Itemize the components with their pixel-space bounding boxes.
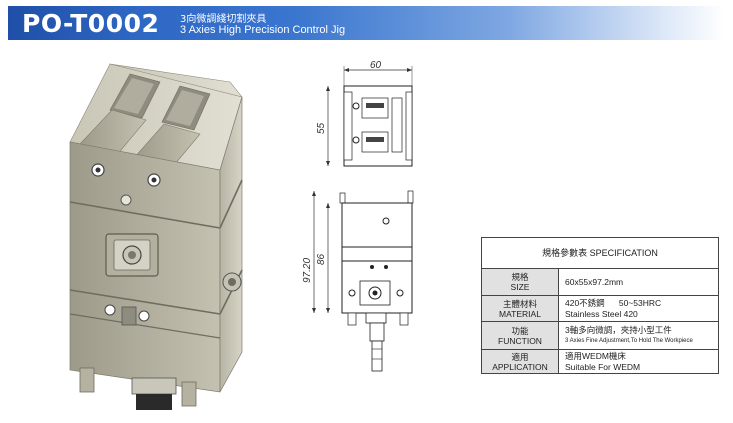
spec-value-cn: 3軸多向微調，夾持小型工件 (565, 324, 672, 335)
product-title-en: 3 Axies High Precision Control Jig (180, 24, 346, 36)
spec-label-cn: 適用 (511, 351, 529, 362)
dim-body-height: 86 (316, 253, 327, 265)
product-photo (69, 63, 243, 410)
specification-table: 規格參數表 SPECIFICATION 規格 SIZE 60x55x97.2mm… (481, 237, 719, 374)
spec-value-cn: 適用WEDM機床 (565, 350, 626, 361)
header-banner: PO-T0002 3向微調綫切割夾具 3 Axies High Precisio… (8, 6, 725, 40)
spec-label-en: MATERIAL (499, 308, 541, 319)
spec-label-cn: 功能 (511, 325, 529, 336)
spec-label-cn: 規格 (511, 272, 529, 282)
front-view-drawing: 97.20 86 (302, 190, 414, 372)
dim-depth: 55 (316, 122, 327, 134)
spec-value: 60x55x97.2mm (565, 276, 624, 287)
dim-height: 97.20 (302, 258, 313, 283)
spec-label-en: FUNCTION (498, 335, 542, 346)
spec-label-en: APPLICATION (492, 361, 548, 372)
spec-row-application: 適用 APPLICATION 適用WEDM機床 Suitable For WED… (482, 350, 718, 373)
spec-row-material: 主體材料 MATERIAL 420不銹鋼 50~53HRC Stainless … (482, 296, 718, 322)
spec-label-en: SIZE (510, 282, 530, 292)
spec-value-en: 3 Axies Fine Adjustment,To Hold The Work… (565, 337, 693, 344)
spec-row-size: 規格 SIZE 60x55x97.2mm (482, 269, 718, 296)
spec-value-en: Suitable For WEDM (565, 361, 641, 372)
top-view-drawing: 60 55 (316, 60, 413, 167)
product-title-cn: 3向微調綫切割夾具 (180, 14, 267, 25)
spec-value-en: Stainless Steel 420 (565, 308, 638, 319)
spec-row-function: 功能 FUNCTION 3軸多向微調，夾持小型工件 3 Axies Fine A… (482, 322, 718, 350)
spec-value-cn: 420不銹鋼 50~53HRC (565, 297, 662, 308)
product-code: PO-T0002 (22, 9, 160, 38)
spec-title: 規格參數表 SPECIFICATION (482, 238, 718, 269)
dim-width: 60 (370, 60, 382, 71)
spec-label-cn: 主體材料 (502, 298, 537, 309)
